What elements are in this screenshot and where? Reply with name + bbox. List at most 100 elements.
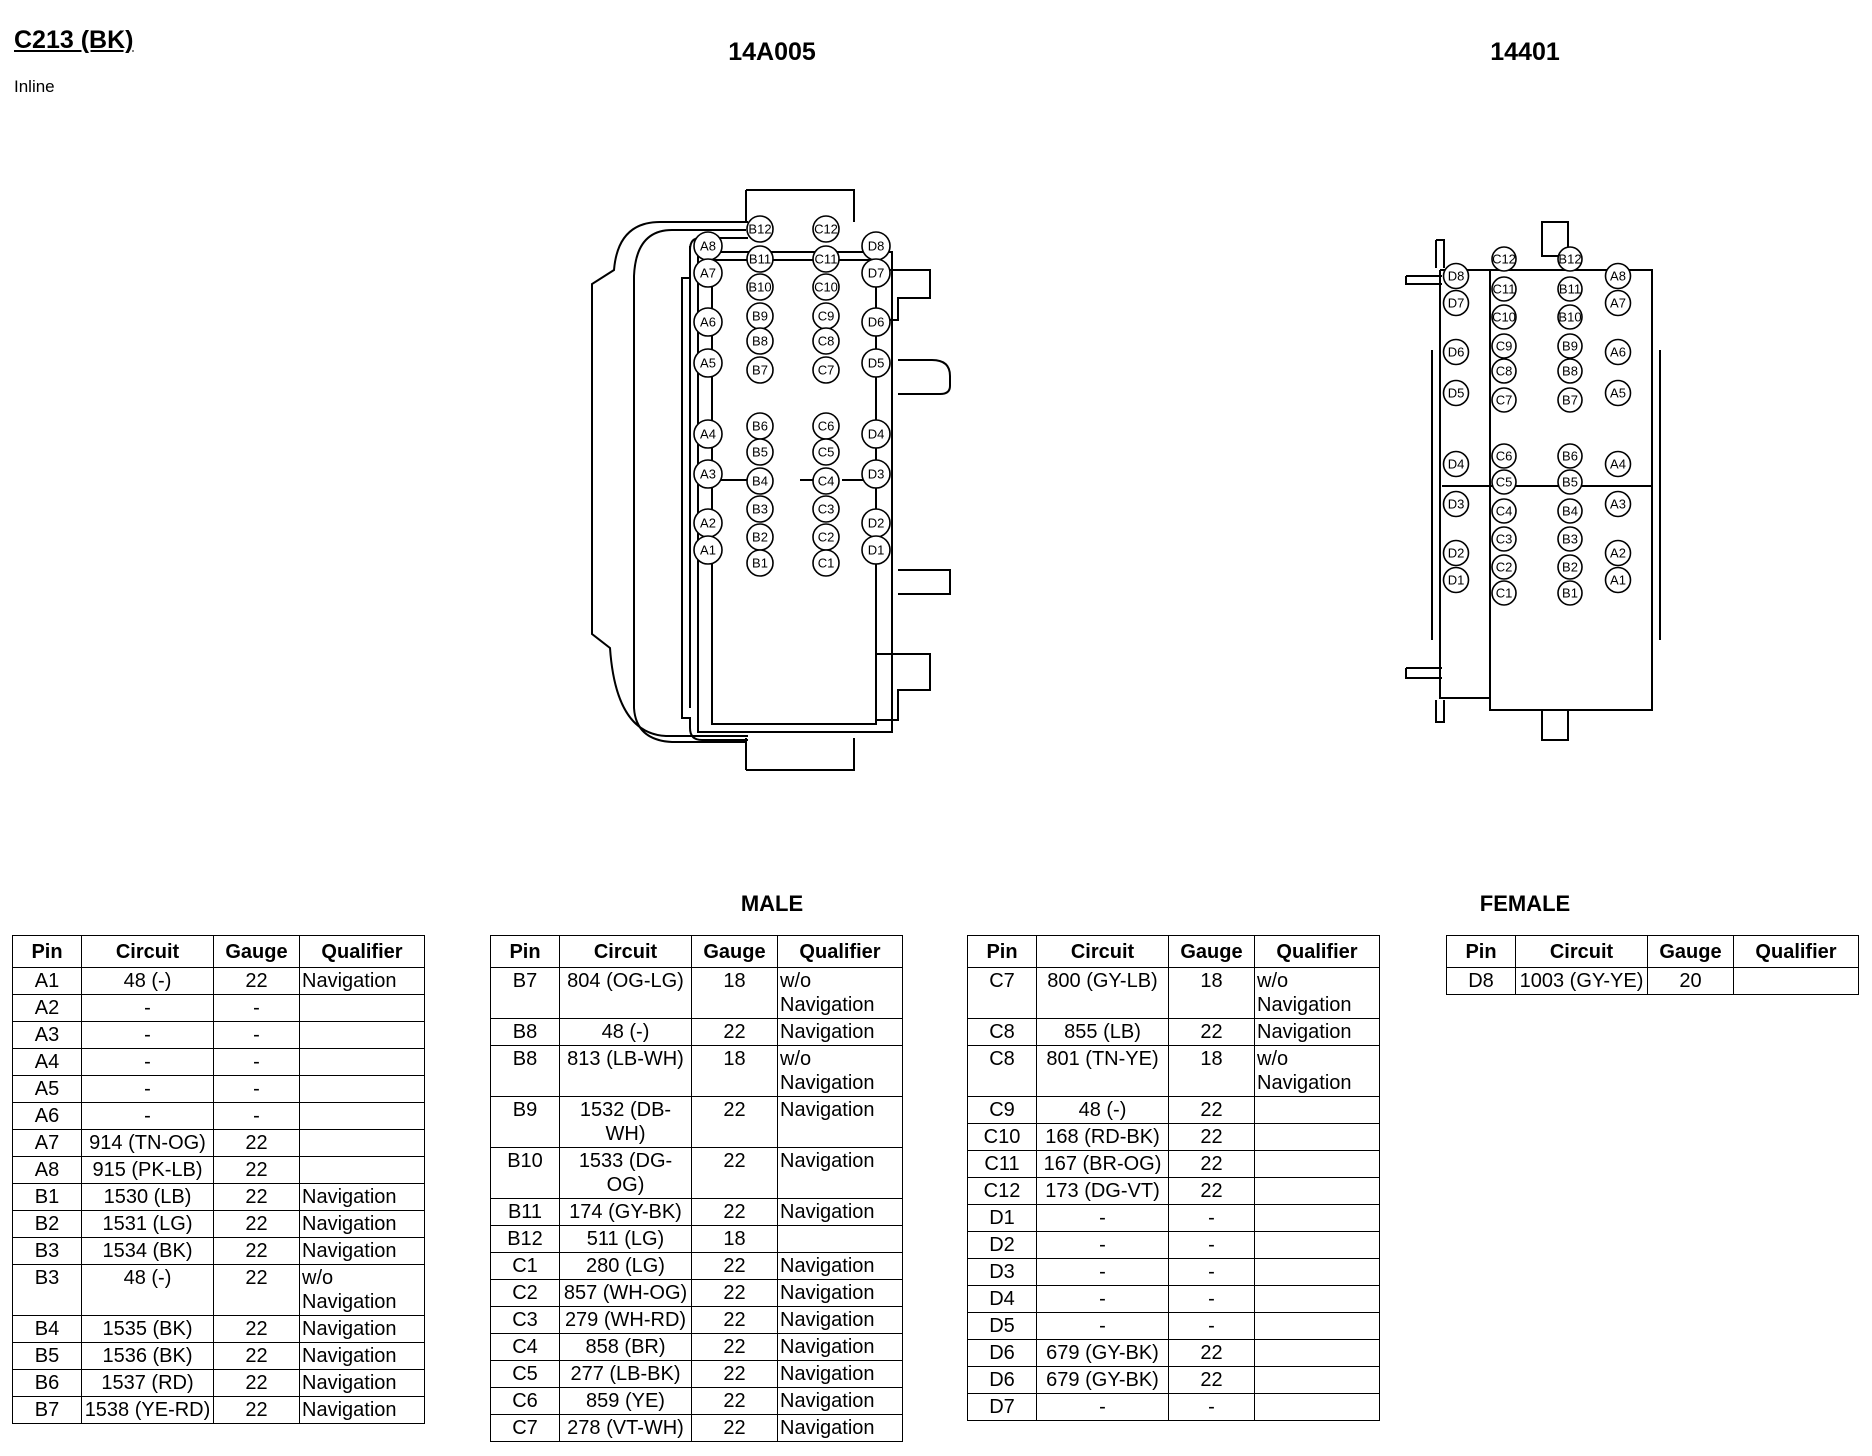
pin-label: B11 [1559,282,1581,297]
pin-b11: B11 [1557,276,1583,302]
circuit-cell: 1538 (YE-RD) [81,1396,214,1424]
gauge-cell: 22 [213,1237,300,1265]
pin-label: B4 [1562,504,1578,519]
pin-cell: D7 [967,1393,1037,1421]
pin-b12: B12 [746,215,774,243]
gauge-cell: - [213,994,300,1022]
pin-label: D1 [1448,573,1465,588]
gauge-cell: 18 [1168,1045,1255,1097]
gauge-cell: 18 [691,1225,778,1253]
circuit-cell: 914 (TN-OG) [81,1129,214,1157]
table-row: A4-- [12,1048,425,1076]
qualifier-cell: Navigation [299,1183,425,1211]
pin-d8: D8 [861,231,891,261]
pin-label: A5 [1610,386,1626,401]
pin-c6: C6 [812,412,840,440]
circuit-cell: 511 (LG) [559,1225,692,1253]
circuit-cell: 858 (BR) [559,1333,692,1361]
pin-a4: A4 [1604,450,1632,478]
pin-label: B3 [1562,532,1578,547]
qualifier-cell [1254,1096,1380,1124]
male-connector-diagram: A8A7A6A5A4A3A2A1B12B11B10B9B8B7B6B5B4B3B… [591,189,951,771]
pin-label: D5 [868,356,885,371]
qualifier-cell: w/o Navigation [299,1264,425,1316]
pin-label: C10 [1492,310,1516,325]
pin-c8: C8 [812,327,840,355]
pin-label: D5 [1448,386,1465,401]
pin-label: A6 [1610,345,1626,360]
qualifier-cell: Navigation [777,1018,903,1046]
female-part-number: 14401 [1490,38,1560,66]
pin-label: C8 [818,334,835,349]
gauge-cell: - [213,1021,300,1049]
qualifier-header: Qualifier [299,935,425,968]
pin-b12: B12 [1557,246,1583,272]
pin-label: B9 [1562,339,1578,354]
table-row: D4-- [967,1285,1380,1313]
qualifier-cell [299,1156,425,1184]
qualifier-cell: w/o Navigation [1254,1045,1380,1097]
circuit-cell: 859 (YE) [559,1387,692,1415]
pin-b8: B8 [1557,358,1583,384]
pin-cell: B7 [490,967,560,1019]
pin-cell: A4 [12,1048,82,1076]
circuit-cell: - [81,1048,214,1076]
table-row: D7-- [967,1393,1380,1421]
pin-cell: A2 [12,994,82,1022]
qualifier-cell: Navigation [299,1396,425,1424]
circuit-cell: 1536 (BK) [81,1342,214,1370]
connector-subtitle: Inline [14,77,55,96]
female-connector-diagram: A8A7A6A5A4A3A2A1B12B11B10B9B8B7B6B5B4B3B… [1405,221,1661,741]
pin-label: B3 [752,502,768,517]
qualifier-cell [299,1102,425,1130]
circuit-cell: 1532 (DB-WH) [559,1096,692,1148]
pin-label: D7 [868,266,885,281]
pin-a7: A7 [693,258,723,288]
pin-label: A4 [1610,457,1626,472]
pin-label: B12 [1558,252,1581,267]
pin-a5: A5 [693,348,723,378]
circuit-cell: 278 (VT-WH) [559,1414,692,1442]
pin-cell: B10 [490,1147,560,1199]
pin-cell: A3 [12,1021,82,1049]
pin-c5: C5 [812,438,840,466]
pin-header: Pin [967,935,1037,968]
pin-label: C11 [815,252,838,267]
gauge-cell: - [213,1075,300,1103]
gauge-cell: 22 [1168,1177,1255,1205]
qualifier-cell [777,1225,903,1253]
qualifier-cell: Navigation [777,1333,903,1361]
qualifier-cell [299,1129,425,1157]
pin-cell: B11 [490,1198,560,1226]
pin-cell: B12 [490,1225,560,1253]
qualifier-cell: Navigation [777,1387,903,1415]
pin-label: C6 [818,419,835,434]
pin-c4: C4 [812,467,840,495]
pin-b1: B1 [746,549,774,577]
pin-label: C4 [818,474,835,489]
gauge-cell: - [213,1102,300,1130]
pin-c3: C3 [1491,526,1517,552]
pin-cell: D1 [967,1204,1037,1232]
pin-label: A3 [1610,497,1626,512]
pin-cell: C7 [490,1414,560,1442]
qualifier-cell [1254,1231,1380,1259]
pin-label: A3 [700,467,716,482]
circuit-cell: 813 (LB-WH) [559,1045,692,1097]
pin-label: C12 [1492,252,1516,267]
gauge-cell: 22 [1168,1366,1255,1394]
pin-a7: A7 [1604,289,1632,317]
pin-c12: C12 [1491,246,1517,272]
circuit-cell: 915 (PK-LB) [81,1156,214,1184]
pin-d5: D5 [1442,379,1470,407]
